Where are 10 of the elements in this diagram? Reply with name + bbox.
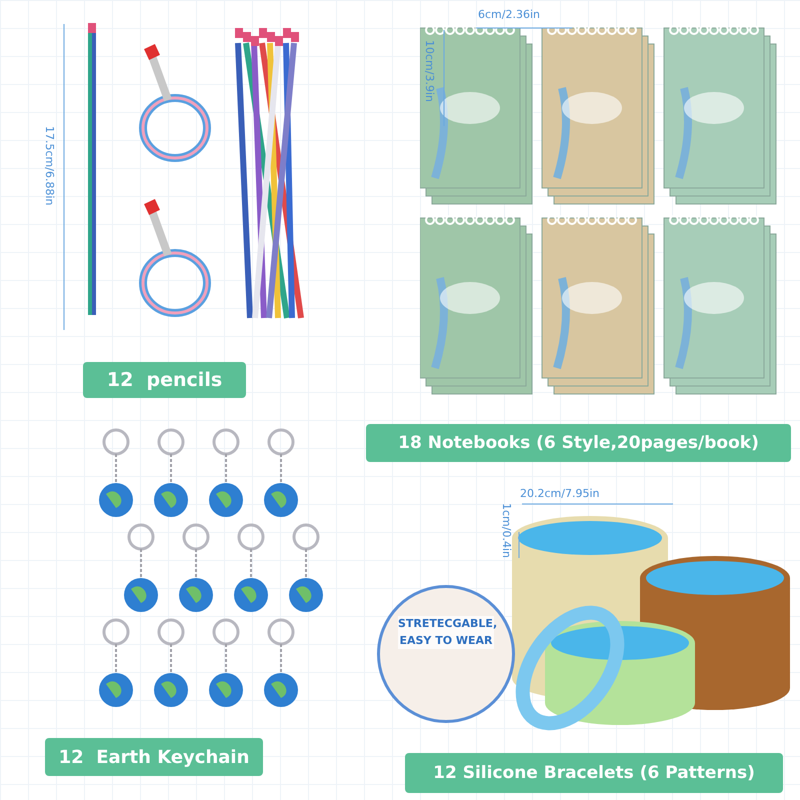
caption-label: 12 Earth Keychain [45,738,263,776]
caption-label: 18 Notebooks (6 Style,20pages/book) [366,424,791,462]
caption-label: 12 Silicone Bracelets (6 Patterns) [405,753,783,793]
dimension-label: 17.5cm/6.88in [43,126,56,206]
dimension-label: 20.2cm/7.95in [520,487,600,500]
dimension-label: 10cm/3.9in [423,40,436,102]
caption-label: 12 pencils [83,362,246,398]
dimension-label: 1cm/0.4in [500,503,513,558]
dimension-label: 6cm/2.36in [478,8,540,21]
callout-text: STRETECGABLE, EASY TO WEAR [398,616,494,649]
